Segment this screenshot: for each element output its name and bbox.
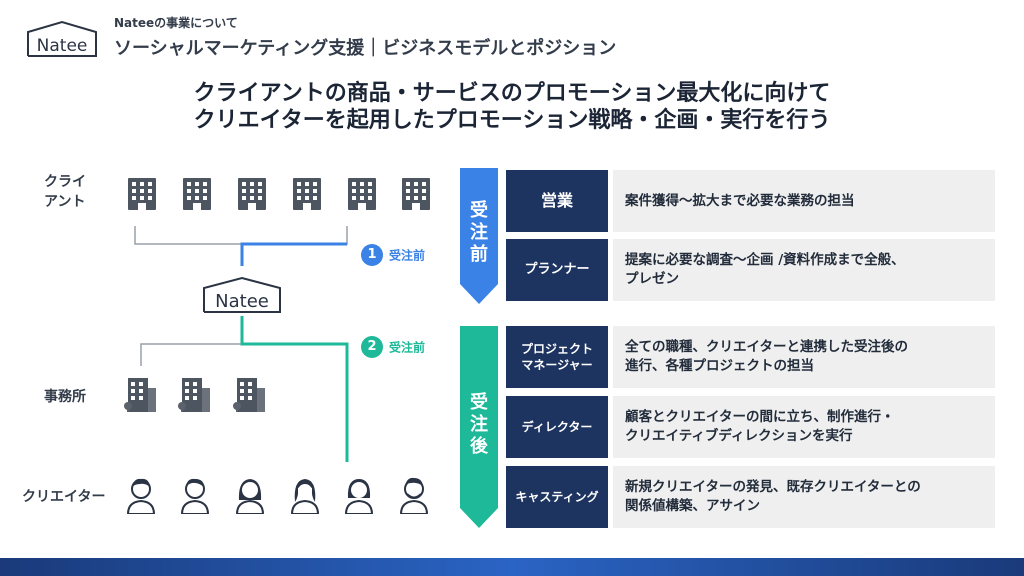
flow-tag-1: 1 受注前 xyxy=(361,244,425,266)
logo-text: Natee xyxy=(37,36,88,56)
center-logo-text: Natee xyxy=(215,291,269,312)
flow-number-1: 1 xyxy=(361,244,383,266)
role-title-line: プロジェクト xyxy=(520,342,593,356)
role-casting: キャスティング xyxy=(506,466,608,528)
footer-bar xyxy=(0,558,1024,576)
headline-line-2: クリエイターを起用したプロモーション戦略・企画・実行を行う xyxy=(193,108,831,133)
role-project-manager-desc: 全ての職種、クリエイターと連携した受注後の進行、各種プロジェクトの担当 xyxy=(613,326,995,388)
role-director-desc: 顧客とクリエイターの間に立ち、制作進行・クリエイティブディレクションを実行 xyxy=(613,396,995,458)
headline: クライアントの商品・サービスのプロモーション最大化に向けて クリエイターを起用し… xyxy=(0,80,1024,134)
phase-char: 注 xyxy=(470,414,488,435)
page-title: ソーシャルマーケティング支援｜ビジネスモデルとポジション xyxy=(114,38,617,59)
role-planner-desc: 提案に必要な調査〜企画 /資料作成まで全般、プレゼン xyxy=(613,239,995,301)
flow-text-2: 受注前 xyxy=(389,340,426,355)
role-planner: プランナー xyxy=(506,239,608,301)
office-building-icon xyxy=(178,378,210,412)
desc-line: 顧客とクリエイターの間に立ち、制作進行・ xyxy=(625,409,895,425)
flow-text-1: 受注前 xyxy=(389,248,426,263)
client-building-icon xyxy=(348,178,376,210)
desc-line: 進行、各種プロジェクトの担当 xyxy=(625,358,814,374)
desc-line: 提案に必要な調査〜企画 /資料作成まで全般、 xyxy=(625,252,905,268)
creator-person-icon xyxy=(126,478,156,514)
row-label-client-line-1: クライ xyxy=(44,174,86,190)
creator-person-icon xyxy=(344,479,374,514)
desc-line: プレゼン xyxy=(625,271,679,287)
phase-label-before: 受 注 前 xyxy=(461,200,497,266)
header-subtitle: Nateeの事業について xyxy=(114,16,238,30)
connection-lines xyxy=(134,226,349,462)
role-casting-desc: 新規クリエイターの発見、既存クリエイターとの関係値構築、アサイン xyxy=(613,466,995,528)
creator-person-icon xyxy=(180,478,210,514)
role-sales: 営業 xyxy=(506,170,608,232)
desc-line: 全ての職種、クリエイターと連携した受注後の xyxy=(625,339,908,355)
office-building-icon xyxy=(233,378,265,412)
row-label-client: クライ アント xyxy=(44,172,86,212)
client-building-icon xyxy=(238,178,266,210)
role-director: ディレクター xyxy=(506,396,608,458)
phase-char: 前 xyxy=(470,244,488,265)
row-label-creator: クリエイター xyxy=(22,489,106,505)
phase-char: 注 xyxy=(470,222,488,243)
phase-label-after: 受 注 後 xyxy=(461,392,497,458)
client-building-icon xyxy=(402,178,430,210)
desc-line: 関係値構築、アサイン xyxy=(625,498,760,514)
flow-number-2: 2 xyxy=(361,336,383,358)
role-title-line: マネージャー xyxy=(521,358,593,372)
phase-char: 後 xyxy=(470,436,488,457)
natee-center-logo: Natee xyxy=(203,276,281,313)
row-label-office: 事務所 xyxy=(44,389,86,405)
desc-line: 案件獲得〜拡大まで必要な業務の担当 xyxy=(625,192,855,209)
creator-person-icon xyxy=(399,477,429,514)
client-building-icon xyxy=(128,178,156,210)
creator-person-icon xyxy=(235,479,265,514)
role-sales-desc: 案件獲得〜拡大まで必要な業務の担当 xyxy=(613,170,995,232)
office-building-icon xyxy=(124,378,156,412)
natee-logo: Natee xyxy=(27,20,97,57)
phase-char: 受 xyxy=(470,200,488,221)
client-building-icon xyxy=(183,178,211,210)
phase-char: 受 xyxy=(470,392,488,413)
row-label-client-line-2: アント xyxy=(44,194,86,210)
creator-person-icon xyxy=(290,479,320,514)
client-building-icon xyxy=(293,178,321,210)
role-project-manager: プロジェクトマネージャー xyxy=(506,326,608,388)
phase-arrow-after xyxy=(460,326,498,528)
flow-tag-2: 2 受注前 xyxy=(361,336,425,358)
phase-arrow-before xyxy=(460,168,498,304)
desc-line: クリエイティブディレクションを実行 xyxy=(625,428,853,444)
desc-line: 新規クリエイターの発見、既存クリエイターとの xyxy=(625,479,921,495)
headline-line-1: クライアントの商品・サービスのプロモーション最大化に向けて xyxy=(193,81,831,106)
